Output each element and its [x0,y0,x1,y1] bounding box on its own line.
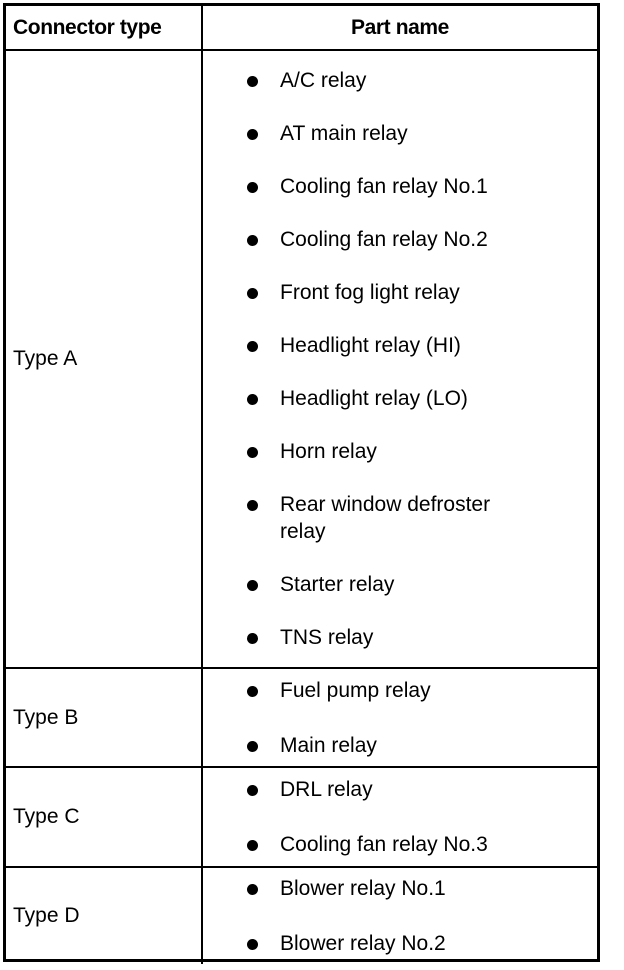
part-name-text: Front fog light relay [280,281,460,304]
bullet-icon [247,341,258,352]
connector-type-label: Type C [13,805,80,829]
part-list: Blower relay No.1 Blower relay No.2 [203,875,597,957]
bullet-icon [247,939,258,950]
part-name-text: A/C relay [280,69,367,92]
bullet-icon [247,685,258,697]
bullet-icon [247,740,258,752]
table-row: Type A A/C relay AT main relay Cooling f… [6,51,597,669]
list-item: Cooling fan relay No.3 [203,831,597,858]
list-item: Fuel pump relay [203,677,597,704]
part-name-text: Starter relay [280,573,395,596]
list-item: Rear window defroster relay [203,491,597,545]
list-item: Front fog light relay [203,279,597,306]
list-item: TNS relay [203,624,597,651]
part-name-text: Blower relay No.2 [280,932,446,955]
part-name-text: Fuel pump relay [280,678,431,702]
part-list: A/C relay AT main relay Cooling fan rela… [203,67,597,651]
relay-connector-table: Connector type Part name Type A A/C rela… [3,3,600,964]
part-name-text: Headlight relay (LO) [280,387,468,410]
bullet-icon [247,235,258,246]
connector-type-cell: Type D [6,868,203,964]
list-item: Starter relay [203,571,597,598]
bullet-icon [247,840,258,851]
part-name-text: Headlight relay (HI) [280,334,461,357]
connector-type-cell: Type B [6,669,203,766]
list-item: AT main relay [203,120,597,147]
part-list: DRL relay Cooling fan relay No.3 [203,776,597,858]
part-name-text: AT main relay [280,122,408,145]
part-name-cell: DRL relay Cooling fan relay No.3 [203,768,597,866]
table-row: Type C DRL relay Cooling fan relay No.3 [6,768,597,868]
list-item: Horn relay [203,438,597,465]
list-item: Blower relay No.2 [203,930,597,957]
part-name-text: Cooling fan relay No.2 [280,228,488,251]
list-item: Cooling fan relay No.2 [203,226,597,253]
part-name-text: Cooling fan relay No.3 [280,833,488,856]
table-row: Type D Blower relay No.1 Blower relay No… [6,868,597,964]
bullet-icon [247,288,258,299]
header-cell-part-name: Part name [203,6,597,49]
list-item: DRL relay [203,776,597,803]
table-row: Type B Fuel pump relay Main relay [6,669,597,768]
bullet-icon [247,633,258,644]
bullet-icon [247,580,258,591]
header-label-part-name: Part name [351,16,449,39]
part-name-cell: Blower relay No.1 Blower relay No.2 [203,868,597,964]
table-header-row: Connector type Part name [6,6,597,51]
part-list: Fuel pump relay Main relay [203,677,597,759]
part-name-cell: A/C relay AT main relay Cooling fan rela… [203,51,597,667]
bullet-icon [247,129,258,140]
part-name-cell: Fuel pump relay Main relay [203,669,597,766]
part-name-text: DRL relay [280,778,373,801]
part-name-text: Blower relay No.1 [280,877,446,900]
bullet-icon [247,394,258,405]
list-item: Blower relay No.1 [203,875,597,902]
bullet-icon [247,447,258,458]
part-name-text: TNS relay [280,626,374,649]
bullet-icon [247,76,258,87]
bullet-icon [247,884,258,895]
list-item: Main relay [203,732,597,759]
header-cell-connector-type: Connector type [6,6,203,49]
part-name-text: Horn relay [280,440,377,463]
connector-type-label: Type B [13,705,79,729]
list-item: Headlight relay (LO) [203,385,597,412]
bullet-icon [247,500,258,511]
connector-type-label: Type D [13,904,80,928]
part-name-text: Rear window defroster relay [280,493,491,543]
part-name-text: Cooling fan relay No.1 [280,175,488,198]
connector-type-cell: Type A [6,51,203,667]
list-item: A/C relay [203,67,597,94]
list-item: Cooling fan relay No.1 [203,173,597,200]
connector-type-label: Type A [13,347,78,371]
bullet-icon [247,785,258,796]
part-name-text: Main relay [280,733,377,757]
connector-type-cell: Type C [6,768,203,866]
header-label-connector-type: Connector type [13,16,162,39]
list-item: Headlight relay (HI) [203,332,597,359]
bullet-icon [247,182,258,193]
